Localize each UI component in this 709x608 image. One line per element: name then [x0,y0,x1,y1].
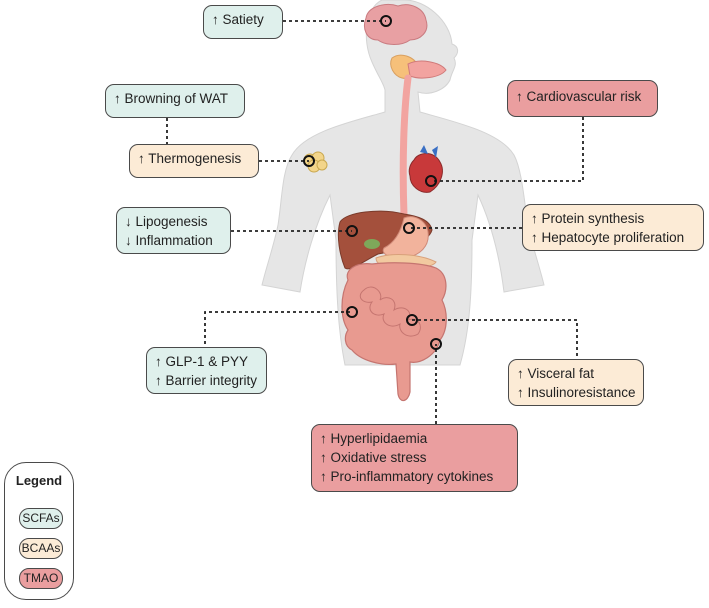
lipogenesis-line-2: ↓ Inflammation [125,233,213,248]
marker-stomach [403,222,415,234]
hyperlipid-line-1: ↑ Hyperlipidaemia [320,431,428,446]
marker-fat [303,155,315,167]
markers [303,15,442,350]
cardiovascular-line-1: ↑ Cardiovascular risk [516,89,642,104]
browning-box: ↑ Browning of WAT [105,84,245,118]
protein-line-2: ↑ Hepatocyte proliferation [531,230,685,245]
hyperlipid-line-2: ↑ Oxidative stress [320,450,427,465]
marker-colon [406,314,418,326]
hyperlipid-line-3: ↑ Pro-inflammatory cytokines [320,469,494,484]
lipogenesis-line-1: ↓ Lipogenesis [125,214,208,229]
protein-box: ↑ Protein synthesis ↑ Hepatocyte prolife… [522,204,704,251]
connector-glp [204,311,352,344]
glp-box: ↑ GLP-1 & PYY ↑ Barrier integrity [146,347,267,394]
gallbladder-organ [364,239,380,249]
thermogenesis-box: ↑ Thermogenesis [129,144,259,178]
thermogenesis-line-1: ↑ Thermogenesis [138,151,242,166]
legend-item-tmao: TMAO [19,568,63,589]
satiety-line-1: ↑ Satiety [212,12,264,27]
marker-liver [346,225,358,237]
marker-brain [380,15,392,27]
marker-heart [425,175,437,187]
brain-organ [364,4,428,45]
lipogenesis-box: ↓ Lipogenesis ↓ Inflammation [116,207,231,254]
connector-visceral [412,319,578,356]
connectors [166,20,584,424]
visceral-line-2: ↑ Insulinoresistance [517,385,636,400]
satiety-box: ↑ Satiety [203,5,283,39]
legend-panel: Legend SCFAs BCAAs TMAO [4,462,74,600]
glp-line-2: ↑ Barrier integrity [155,373,258,388]
heart-organ [408,145,443,193]
oesophagus [399,74,412,219]
legend-item-scfas: SCFAs [19,508,63,529]
visceral-line-1: ↑ Visceral fat [517,366,595,381]
visceral-box: ↑ Visceral fat ↑ Insulinoresistance [508,359,644,406]
mouth-organ [407,60,447,79]
browning-line-1: ↑ Browning of WAT [114,91,229,106]
legend-item-bcaas: BCAAs [19,538,63,559]
glp-line-1: ↑ GLP-1 & PYY [155,354,249,369]
marker-small-intestine [346,306,358,318]
cardiovascular-box: ↑ Cardiovascular risk [507,80,658,117]
hyperlipid-box: ↑ Hyperlipidaemia ↑ Oxidative stress ↑ P… [311,424,518,492]
intestines-organ [341,262,447,402]
marker-gut-lower [430,338,442,350]
legend-title: Legend [15,473,63,488]
protein-line-1: ↑ Protein synthesis [531,211,645,226]
